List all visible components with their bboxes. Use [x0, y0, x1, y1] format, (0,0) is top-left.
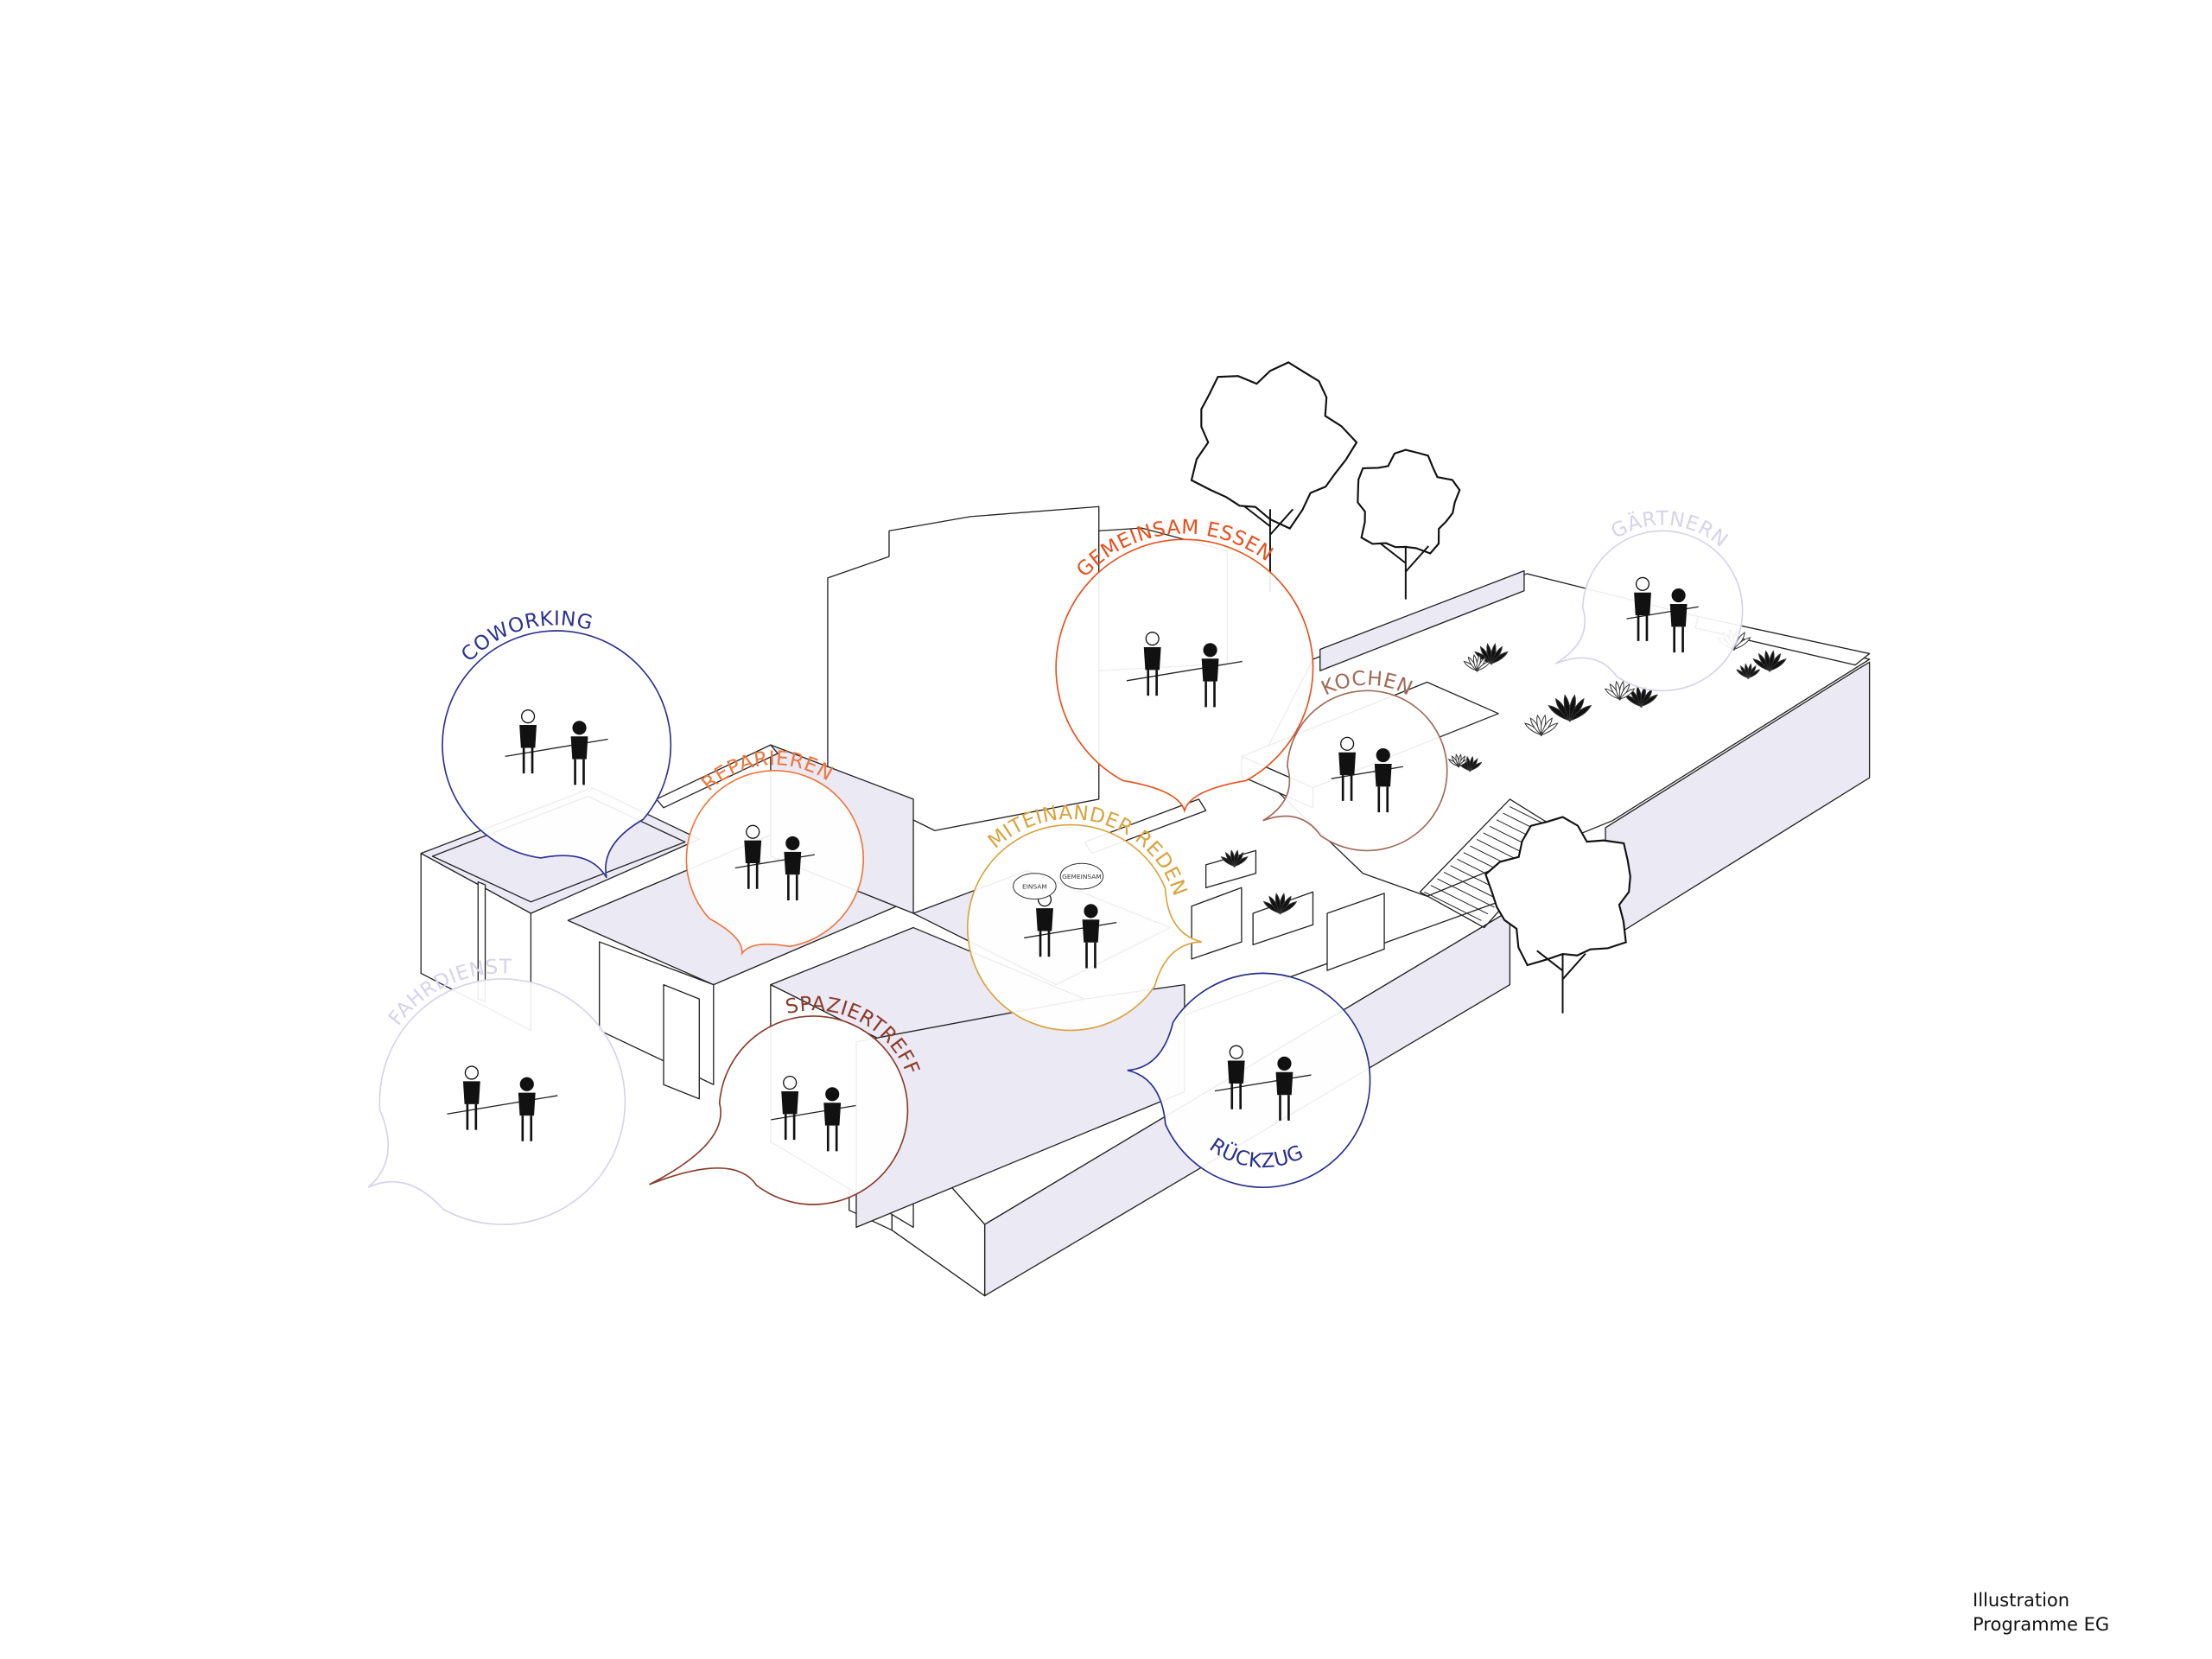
person-body: [784, 851, 802, 875]
plant: [1474, 643, 1509, 665]
caption-line-2: Programme EG: [1973, 1614, 2110, 1635]
person-body: [1669, 603, 1688, 627]
people-illustration: [734, 824, 816, 901]
person-head: [464, 1065, 479, 1080]
person-body: [570, 736, 588, 760]
building-surface: [663, 983, 700, 1100]
person-body: [1634, 592, 1651, 616]
person-head: [1145, 632, 1160, 646]
plant: [1262, 893, 1298, 915]
person-body: [744, 840, 762, 864]
speech-text: GEMEINSAM: [1062, 873, 1102, 880]
plant: [1548, 694, 1592, 722]
person-body: [1036, 908, 1053, 931]
person-head: [1084, 904, 1098, 918]
bubble-outline: [685, 770, 865, 957]
stair-step: [1424, 891, 1482, 921]
tree: [1357, 448, 1461, 600]
person-body: [1374, 763, 1392, 787]
person-head: [1229, 1045, 1243, 1059]
people-illustration: [1626, 576, 1699, 653]
people-illustration: [771, 1075, 856, 1152]
person-head: [783, 1075, 798, 1090]
stair-step: [1443, 872, 1502, 901]
building-surface: [656, 744, 779, 809]
speech-balloon: GEMEINSAM: [1059, 862, 1104, 890]
person-head: [1277, 1056, 1292, 1071]
tree: [1190, 361, 1358, 593]
person-head: [1671, 588, 1686, 603]
person-head: [572, 721, 587, 735]
person-body: [1201, 658, 1219, 682]
person-body: [1338, 752, 1357, 776]
people-illustration: [1214, 1045, 1312, 1121]
plant: [1458, 755, 1483, 772]
plant: [1752, 650, 1787, 672]
caption-line-1: Illustration: [1973, 1590, 2070, 1611]
building-surface: [1326, 893, 1385, 971]
bubble-spaziertreff: SPAZIERTREFF: [649, 993, 923, 1205]
bubble-outline: [1127, 972, 1371, 1188]
people-illustration: [447, 1065, 558, 1141]
plant: [1463, 653, 1491, 672]
person-body: [1082, 919, 1100, 943]
person-body: [823, 1103, 842, 1126]
plant: [1220, 849, 1249, 868]
plant: [1447, 753, 1470, 768]
person-head: [521, 709, 536, 724]
people-illustration: [1024, 893, 1117, 969]
speech-text: EINSAM: [1022, 883, 1047, 891]
person-body: [1275, 1071, 1294, 1096]
stair-step: [1430, 885, 1489, 915]
person-head: [825, 1087, 840, 1102]
person-head: [1340, 736, 1355, 751]
building-surface: [1252, 891, 1314, 946]
people-illustration: [505, 709, 608, 785]
speech-balloon: EINSAM: [1013, 873, 1057, 900]
people-illustration: [1126, 632, 1243, 708]
person-body: [1227, 1060, 1245, 1084]
trees: [1190, 361, 1631, 1014]
person-body: [1143, 647, 1161, 671]
bubble-gaertnern: GÄRTNERN: [1554, 508, 1744, 692]
bubble-outline: [1262, 690, 1448, 852]
plant: [1524, 714, 1559, 737]
caption: Illustration Programme EG: [1973, 1588, 2109, 1637]
bubble-outline: [442, 630, 672, 879]
plant: [1736, 663, 1761, 680]
person-head: [746, 824, 760, 839]
tree: [1484, 816, 1631, 1014]
person-head: [785, 836, 800, 851]
person-body: [518, 1092, 536, 1116]
bubble-fahrdienst: FAHRDIENST: [367, 956, 626, 1225]
people-illustration: [1331, 736, 1403, 813]
building-surface: [1319, 569, 1525, 671]
bubble-outline: [367, 978, 626, 1225]
person-body: [462, 1081, 480, 1104]
stair-step: [1437, 878, 1495, 908]
person-head: [1203, 643, 1217, 658]
person-head: [519, 1077, 534, 1091]
building-surface: [1191, 887, 1243, 960]
bubble-outline: [1055, 538, 1314, 814]
person-body: [781, 1090, 799, 1115]
person-head: [1376, 747, 1390, 763]
person-head: [1635, 576, 1650, 591]
person-body: [519, 725, 537, 748]
plants: [1220, 628, 1787, 915]
bubble-rueckzug: RÜCKZUG: [1127, 972, 1371, 1188]
bubble-outline: [649, 1015, 909, 1205]
